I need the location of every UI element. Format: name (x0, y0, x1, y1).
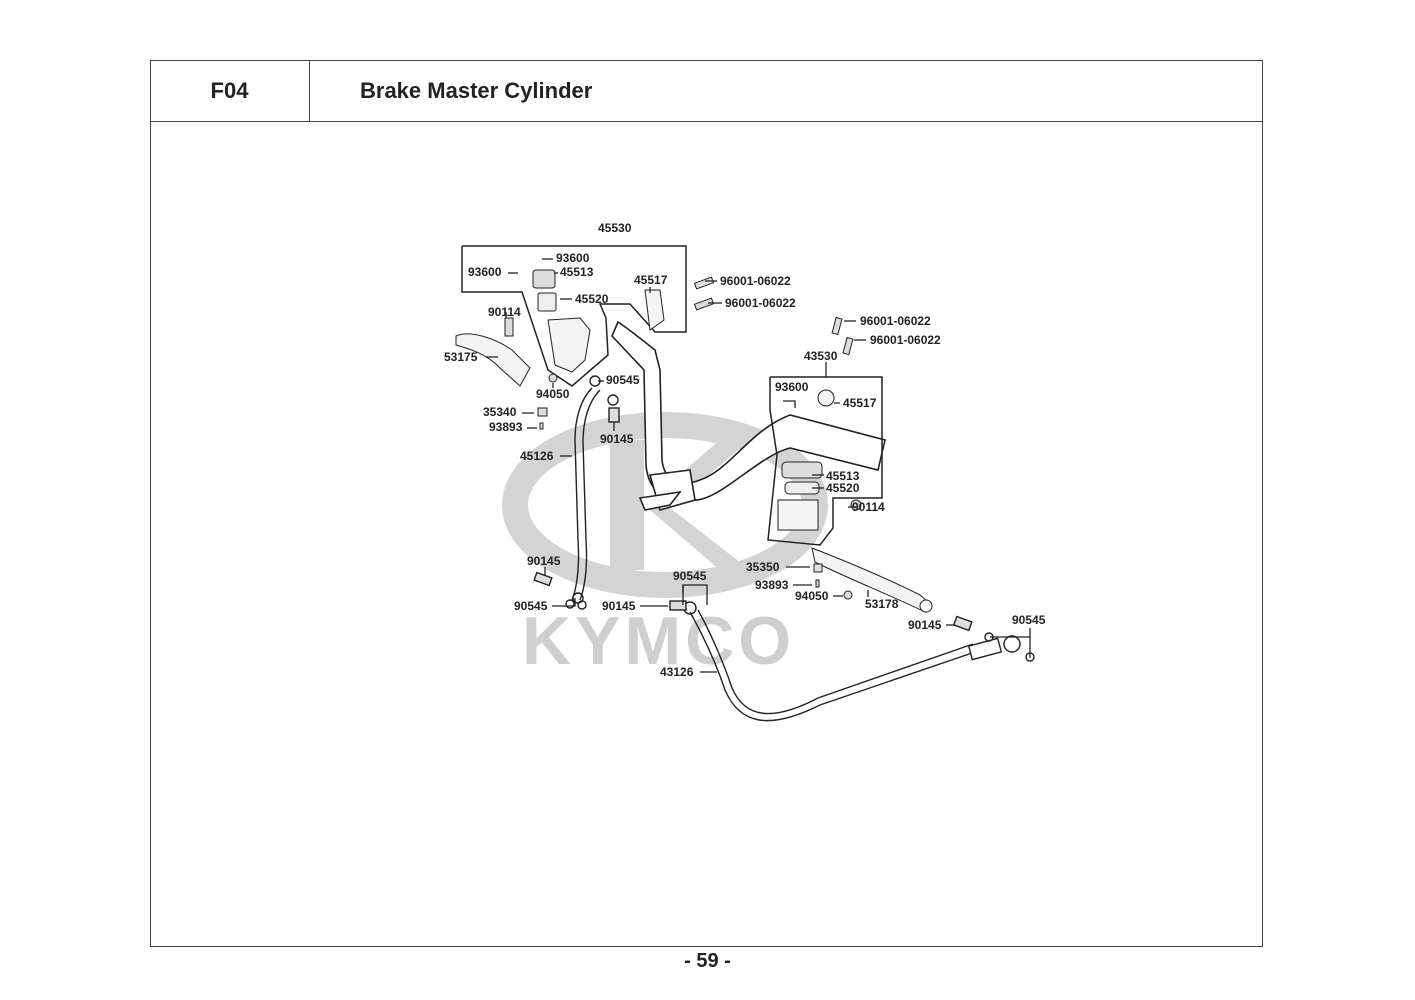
assembly-43530 (767, 376, 933, 613)
part-label: 35340 (483, 405, 517, 419)
diaphragm-45520 (537, 292, 557, 312)
part-label: 90545 (606, 373, 640, 387)
part-label: 53178 (865, 597, 899, 611)
brake-lever-53175 (455, 333, 531, 387)
master-cylinder-body-right (777, 499, 819, 531)
pivot-bolt-90114-left (504, 317, 514, 337)
part-label: 93600 (468, 265, 502, 279)
part-label: 90545 (1012, 613, 1046, 627)
mirror-bolts (693, 276, 854, 356)
watermark-text: KYMCO (522, 603, 795, 679)
part-label: 45530 (598, 221, 632, 235)
part-label: 90145 (600, 432, 634, 446)
part-label: 93600 (775, 380, 809, 394)
part-label: 43530 (804, 349, 838, 363)
part-label: 93600 (556, 251, 590, 265)
reservoir-cap-45513 (532, 269, 556, 289)
washer-90545-mid (607, 394, 619, 406)
assembly-45530-outline (461, 245, 687, 387)
part-label: 90114 (488, 305, 521, 319)
handlebar (611, 320, 886, 511)
brake-hose-43126 (533, 571, 1035, 722)
small-parts-right (537, 373, 862, 600)
master-cylinder-body-left (547, 317, 591, 373)
part-label: 45517 (634, 273, 668, 287)
assembly-43530-outline (767, 376, 883, 546)
part-label: 90145 (908, 618, 942, 632)
part-label: 93893 (489, 420, 523, 434)
part-label: 45126 (520, 449, 554, 463)
part-labels: 45530 93600 93600 45513 45520 45517 9011… (444, 221, 1046, 679)
part-label: 90545 (673, 569, 707, 583)
part-label: 45520 (575, 292, 609, 306)
part-label: 96001-06022 (860, 314, 931, 328)
diagram-frame (150, 60, 1263, 947)
leader-lines (486, 258, 1031, 673)
part-label: 96001-06022 (720, 274, 791, 288)
brake-hose-45126 (565, 375, 620, 610)
clamp-45517-right (817, 389, 835, 407)
part-label: 90145 (602, 599, 636, 613)
banjo-bolt-90145-top (608, 407, 620, 423)
part-label: 45517 (843, 396, 877, 410)
clamp-45517-left (644, 289, 665, 331)
assembly-45530 (455, 245, 687, 387)
part-label: 94050 (795, 589, 829, 603)
part-label: 96001-06022 (725, 296, 796, 310)
part-label: 53175 (444, 350, 478, 364)
part-label: 90114 (852, 500, 885, 514)
page-title: Brake Master Cylinder (310, 60, 1263, 122)
reservoir-cap-45513-right (781, 461, 823, 479)
part-label: 35350 (746, 560, 780, 574)
page-number: - 59 - (684, 950, 731, 972)
kymco-watermark: KYMCO (502, 412, 828, 679)
part-label: 45513 (826, 469, 860, 483)
part-label: 43126 (660, 665, 694, 679)
section-code: F04 (150, 60, 310, 122)
part-label: 90145 (527, 554, 561, 568)
part-label: 93893 (755, 578, 789, 592)
part-label: 45513 (560, 265, 594, 279)
part-label: 45520 (826, 481, 860, 495)
part-label: 94050 (536, 387, 570, 401)
part-label: 90545 (514, 599, 548, 613)
part-label: 96001-06022 (870, 333, 941, 347)
watermark-k-stem (610, 440, 644, 570)
